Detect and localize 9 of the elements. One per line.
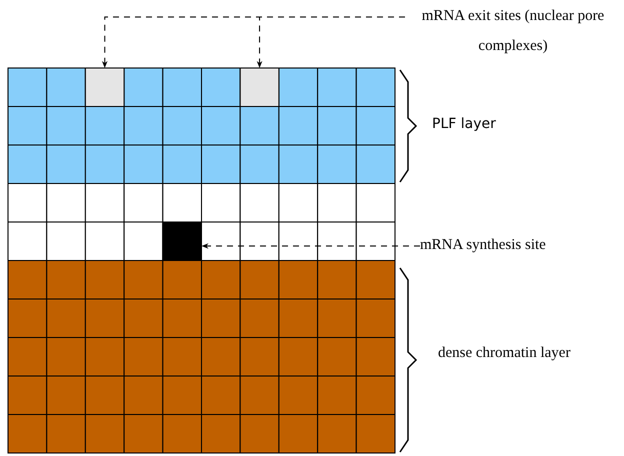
highlighted-cell — [84, 68, 125, 107]
callout-text: mRNA exit sites (nuclear pore complexes) — [420, 7, 606, 56]
callout-text: mRNA synthesis site — [420, 236, 547, 255]
layer-label: dense chromatin layer — [438, 345, 570, 362]
highlighted-cell — [162, 222, 202, 261]
layer-label: PLF layer — [432, 116, 496, 132]
leader-line — [256, 16, 406, 68]
highlighted-cell — [240, 68, 280, 107]
leader-line — [201, 243, 420, 249]
